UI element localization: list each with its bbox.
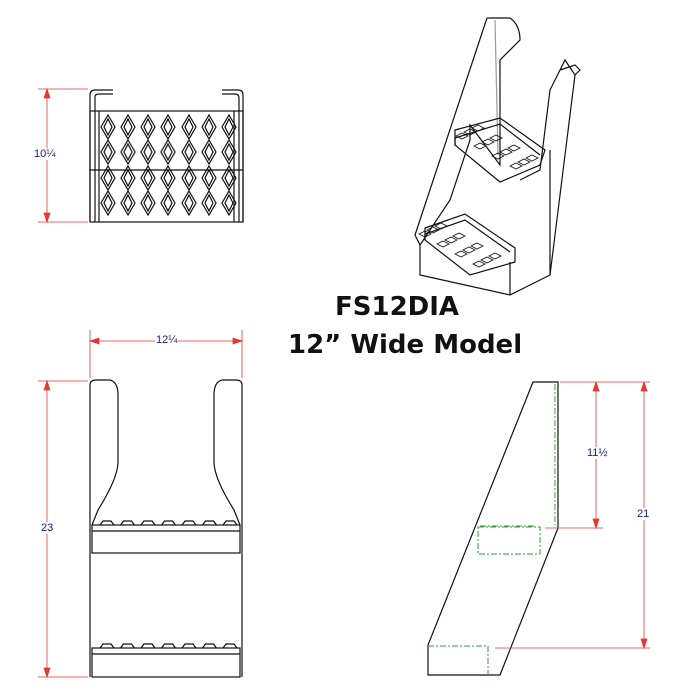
dim-label-top-depth: 10¼ [33,148,57,160]
tread-bump [202,520,217,526]
diamond-tread-icon [100,113,116,141]
tread-bump [181,520,197,526]
iso-diamond-icon [452,232,466,240]
tread-bump [161,520,176,526]
dim-label-front-width: 12¼ [155,334,179,346]
iso-diamond-icon [473,142,487,150]
diamond-tread-icon [221,138,237,166]
iso-diamond-icon [418,230,432,238]
tread-bump [161,643,176,649]
iso-diamond-icon [509,162,523,170]
dim-label-front-height: 23 [40,522,55,534]
iso-diamond-icon [491,152,505,160]
dim-side [495,380,650,650]
iso-diamond-icon [436,240,450,248]
tread-bump [222,520,238,526]
diamond-tread-icon [160,138,176,166]
isometric-view [414,17,581,296]
diamond-tread-icon [120,138,136,166]
diamond-tread-icon [221,189,237,217]
iso-diamond-icon [454,250,468,258]
dim-label-side-total: 21 [636,508,651,520]
diamond-tread-icon [181,138,197,166]
diamond-tread-icon [120,189,136,217]
iso-diamond-icon [517,158,531,166]
tread-bump [140,643,156,649]
iso-diamond-icon [507,144,521,152]
iso-diamond-icon [434,222,448,230]
diamond-tread-icon [140,138,156,166]
model-title: FS12DIA [335,292,460,322]
iso-diamond-icon [480,256,494,264]
iso-diamond-icon [472,260,486,268]
iso-diamond-icon [488,252,502,260]
diamond-tread-icon [181,113,197,141]
tread-bump [99,643,115,649]
diamond-tread-icon [160,113,176,141]
diamond-tread-icon [181,189,197,217]
dim-label-side-upper: 11½ [586,447,609,459]
iso-diamond-icon [462,246,476,254]
side-view [427,381,559,676]
diamond-tread-icon [100,189,116,217]
tread-bump [99,520,115,526]
diamond-tread-icon [201,113,217,141]
front-view [89,379,243,678]
iso-diamond-icon [481,138,495,146]
diamond-tread-icon [120,113,136,141]
side-hidden-lines [428,384,556,675]
diamond-tread-icon [201,138,217,166]
iso-diamond-icon [470,242,484,250]
diamond-tread-icon [100,138,116,166]
tread-bump [222,643,238,649]
model-subtitle: 12” Wide Model [288,330,523,360]
diamond-tread-icon [160,189,176,217]
iso-diamond-icon [426,226,440,234]
iso-diamond-icon [444,236,458,244]
tread-bump [140,520,156,526]
tread-bump [202,643,217,649]
iso-diamond-icon [471,124,485,132]
iso-diamond-icon [463,128,477,136]
tread-bump [181,643,197,649]
top-view [89,89,244,223]
iso-diamond-icon [525,154,539,162]
tread-bump [120,643,135,649]
diamond-tread-icon [140,189,156,217]
iso-diamond-icon [499,148,513,156]
diamond-tread-icon [140,113,156,141]
tread-bump [120,520,135,526]
iso-diamond-icon [489,134,503,142]
iso-diamond-icon [455,132,469,140]
diamond-tread-icon [201,189,217,217]
